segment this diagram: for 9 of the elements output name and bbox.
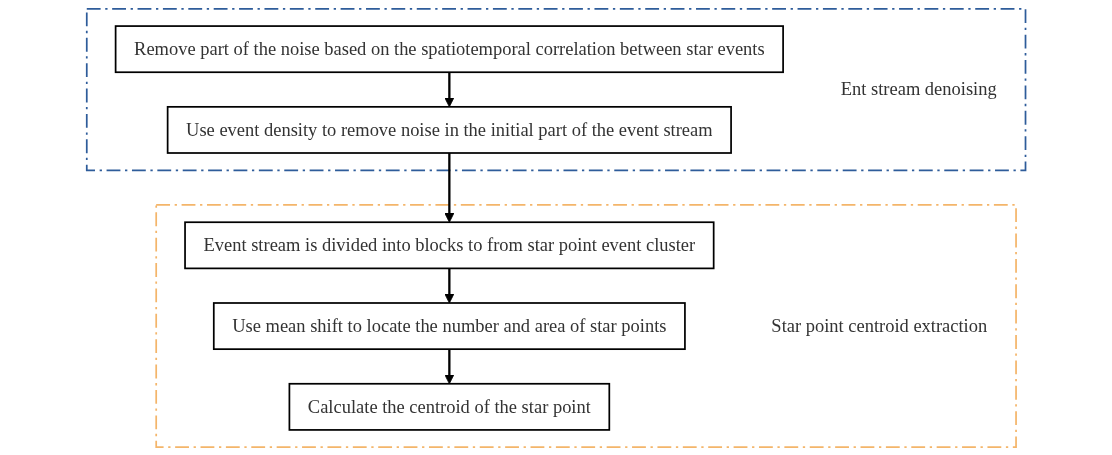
arrow [444, 152, 455, 223]
node-box: Event stream is divided into blocks to from star point event cluster [184, 220, 715, 269]
node-box: Use event density to remove noise in the initial part of the event stream [166, 105, 732, 154]
node-box: Use mean shift to locate the number and area of star points [212, 301, 686, 350]
arrow [444, 71, 455, 107]
arrow [444, 348, 455, 384]
node-box: Remove part of the noise based on the spatiotemporal correlation between star events [114, 24, 784, 73]
node-box: Calculate the centroid of the star point [288, 382, 611, 431]
arrow [444, 267, 455, 303]
